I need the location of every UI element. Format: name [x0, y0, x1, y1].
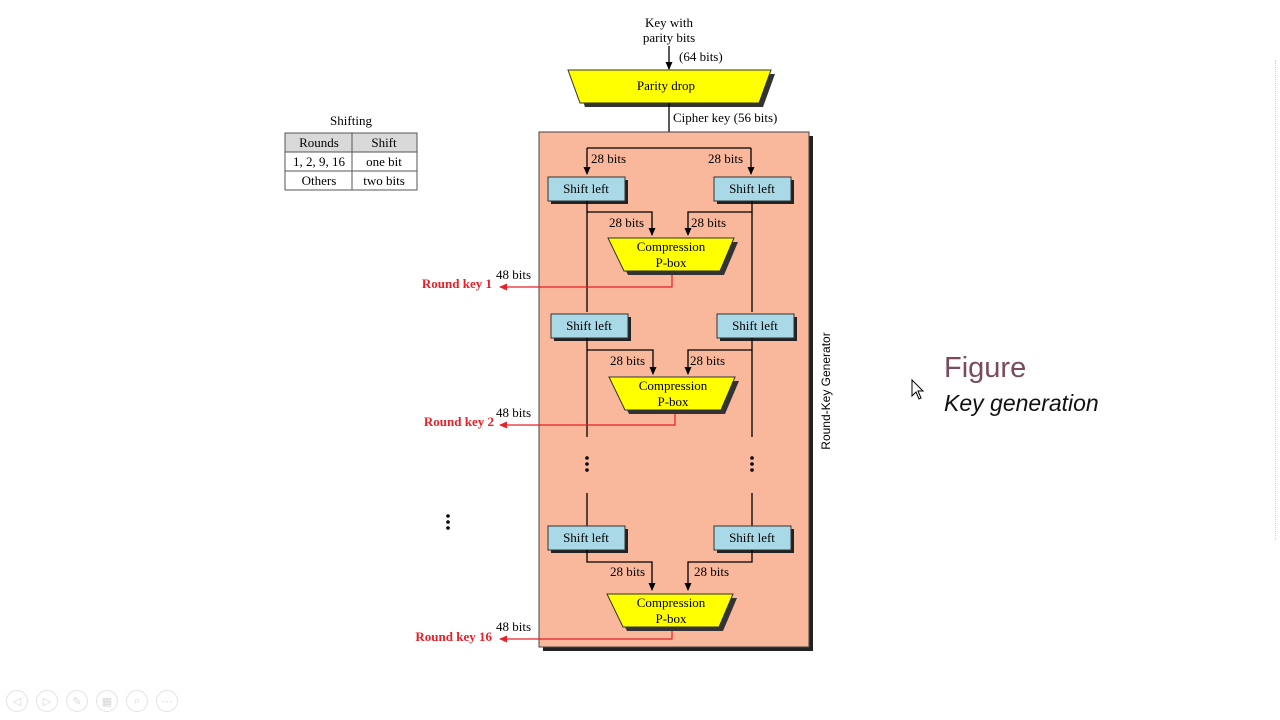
parity-drop-box — [567, 69, 772, 104]
round-1: Shift left Shift left 28 bits 28 bits Co… — [422, 176, 794, 312]
round-16: Shift left Shift left 28 bits 28 bits Co… — [415, 525, 794, 644]
feed-arrow — [684, 201, 753, 236]
bits-label: 28 bits — [610, 353, 645, 368]
shift-left-box — [716, 313, 795, 339]
feed-arrow — [684, 338, 753, 375]
mouse-cursor-icon — [911, 378, 925, 400]
shift-left-box — [713, 525, 792, 551]
round-key-arrow — [499, 414, 676, 429]
bits-label: 28 bits — [690, 353, 725, 368]
parity-drop-label: Parity drop — [637, 78, 695, 93]
more-options-button[interactable]: ⋯ — [156, 690, 178, 712]
compression-label: P-box — [655, 255, 687, 270]
figure-subtitle: Key generation — [944, 390, 1099, 416]
shifting-table-header-rounds: Rounds — [299, 135, 339, 150]
key-input-label-2: parity bits — [643, 30, 695, 45]
shift-left-label: Shift left — [563, 181, 609, 196]
bits-label: 48 bits — [496, 267, 531, 282]
compression-label: Compression — [639, 378, 708, 393]
shift-left-label: Shift left — [729, 530, 775, 545]
generator-label: Round-Key Generator — [819, 332, 833, 449]
feed-arrow — [586, 201, 656, 236]
next-slide-button[interactable]: ▷ — [36, 690, 58, 712]
compression-label: P-box — [655, 611, 687, 626]
shift-left-label: Shift left — [563, 530, 609, 545]
slides-grid-button[interactable]: ▦ — [96, 690, 118, 712]
shifting-table-cell: one bit — [366, 154, 402, 169]
compression-box — [606, 593, 734, 628]
bits-label: 28 bits — [691, 215, 726, 230]
round-2: Shift left Shift left 28 bits 28 bits Co… — [424, 313, 797, 437]
key-input-label: Key with — [645, 15, 694, 30]
round-key-2-label: Round key 2 — [424, 414, 494, 429]
round-key-arrow — [499, 275, 673, 291]
feed-arrow — [684, 550, 753, 591]
slide-edge — [1275, 60, 1280, 540]
bits-label: 28 bits — [694, 564, 729, 579]
slide-controls: ◁ ▷ ✎ ▦ ⌕ ⋯ — [6, 690, 178, 714]
bits-label: 28 bits — [609, 215, 644, 230]
compression-label: Compression — [637, 239, 706, 254]
shift-left-label: Shift left — [566, 318, 612, 333]
key-bits-label: (64 bits) — [679, 49, 723, 64]
shifting-table-title: Shifting — [330, 113, 372, 128]
previous-slide-button[interactable]: ◁ — [6, 690, 28, 712]
round-key-arrow — [499, 631, 673, 643]
shifting-table-cell: two bits — [363, 173, 405, 188]
compression-label: Compression — [637, 595, 706, 610]
shifting-table-cell: 1, 2, 9, 16 — [293, 154, 346, 169]
shifting-table-frame — [284, 132, 418, 191]
bits-label: 28 bits — [610, 564, 645, 579]
bits-label: 28 bits — [591, 151, 626, 166]
feed-arrow — [586, 550, 656, 591]
compression-box — [608, 376, 736, 411]
shifting-table: Shifting Rounds Shift 1, 2, 9, 16 one bi… — [284, 113, 418, 191]
shifting-table-header-bg — [285, 133, 417, 152]
compression-box — [607, 237, 735, 272]
feed-arrow — [586, 338, 657, 375]
pen-tool-button[interactable]: ✎ — [66, 690, 88, 712]
figure-title: Figure — [944, 352, 1027, 384]
shifting-table-cell: Others — [302, 173, 337, 188]
zoom-button[interactable]: ⌕ — [126, 690, 148, 712]
shift-left-label: Shift left — [729, 181, 775, 196]
ellipsis-dots — [446, 456, 754, 530]
bits-label: 48 bits — [496, 619, 531, 634]
cipher-key-label: Cipher key (56 bits) — [673, 110, 777, 125]
shift-left-box — [547, 525, 626, 551]
shift-left-box — [550, 313, 629, 339]
round-key-16-label: Round key 16 — [415, 629, 492, 644]
shift-left-box — [547, 176, 626, 202]
bits-label: 28 bits — [708, 151, 743, 166]
shift-left-label: Shift left — [732, 318, 778, 333]
shifting-table-header-shift: Shift — [371, 135, 397, 150]
bits-label: 48 bits — [496, 405, 531, 420]
round-key-1-label: Round key 1 — [422, 276, 492, 291]
compression-label: P-box — [657, 394, 689, 409]
